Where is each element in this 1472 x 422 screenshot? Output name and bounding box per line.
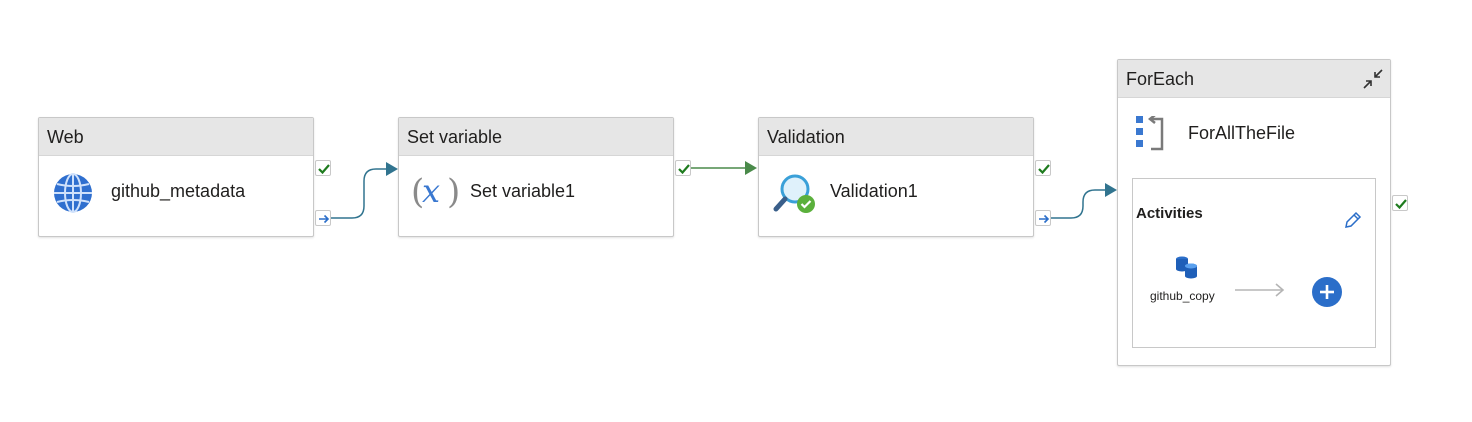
success-port-foreach[interactable] <box>1392 195 1408 211</box>
variable-x-icon: ( x ) <box>411 170 461 219</box>
validation-magnifier-icon <box>773 172 819 223</box>
success-port-web[interactable] <box>315 160 331 176</box>
checkmark-icon <box>318 164 330 175</box>
connector-arrowhead-1 <box>386 162 398 176</box>
svg-text:): ) <box>447 172 460 212</box>
activity-name: ForAllTheFile <box>1188 123 1296 143</box>
inner-activities-title: Activities <box>1136 205 1203 222</box>
arrow-right-icon <box>319 214 330 224</box>
foreach-loop-icon <box>1136 114 1170 159</box>
success-port-validation[interactable] <box>1035 160 1051 176</box>
inner-activities-canvas[interactable]: Activities github_copy <box>1132 178 1376 348</box>
foreach-activity[interactable]: ForEach ForAllTheFile Activities <box>1117 59 1391 366</box>
globe-icon <box>52 172 94 219</box>
arrow-right-icon <box>1234 282 1286 303</box>
svg-text:x: x <box>422 172 440 210</box>
validation-activity[interactable]: Validation Validation1 <box>758 117 1034 237</box>
connector-arrowhead-3 <box>1105 183 1117 197</box>
activity-type-label: Validation <box>759 118 1033 156</box>
success-port-set-variable[interactable] <box>675 160 691 176</box>
connector-validation-to-foreach[interactable] <box>1050 189 1105 219</box>
checkmark-icon <box>1038 164 1050 175</box>
database-icon <box>1174 255 1200 286</box>
collapse-icon[interactable] <box>1362 68 1384 95</box>
pencil-icon[interactable] <box>1343 210 1363 235</box>
set-variable-activity[interactable]: Set variable ( x ) Set variable1 <box>398 117 674 237</box>
activity-name: Validation1 <box>830 181 918 201</box>
child-activity-name[interactable]: github_copy <box>1150 289 1215 303</box>
connector-web-to-setvariable[interactable] <box>331 168 386 219</box>
completion-port-web[interactable] <box>315 210 331 226</box>
web-activity[interactable]: Web github_metadata <box>38 117 314 237</box>
add-circle-icon[interactable] <box>1311 276 1343 313</box>
activity-name: github_metadata <box>111 181 246 201</box>
checkmark-icon <box>1395 199 1407 210</box>
activity-type-label: Set variable <box>399 118 673 156</box>
completion-port-validation[interactable] <box>1035 210 1051 226</box>
checkmark-icon <box>678 164 690 175</box>
connector-arrowhead-2 <box>745 161 757 175</box>
arrow-right-icon <box>1039 214 1050 224</box>
activity-type-label: ForEach <box>1118 60 1390 98</box>
svg-text:(: ( <box>411 172 424 212</box>
activity-name: Set variable1 <box>470 181 576 201</box>
activity-type-label: Web <box>39 118 313 156</box>
